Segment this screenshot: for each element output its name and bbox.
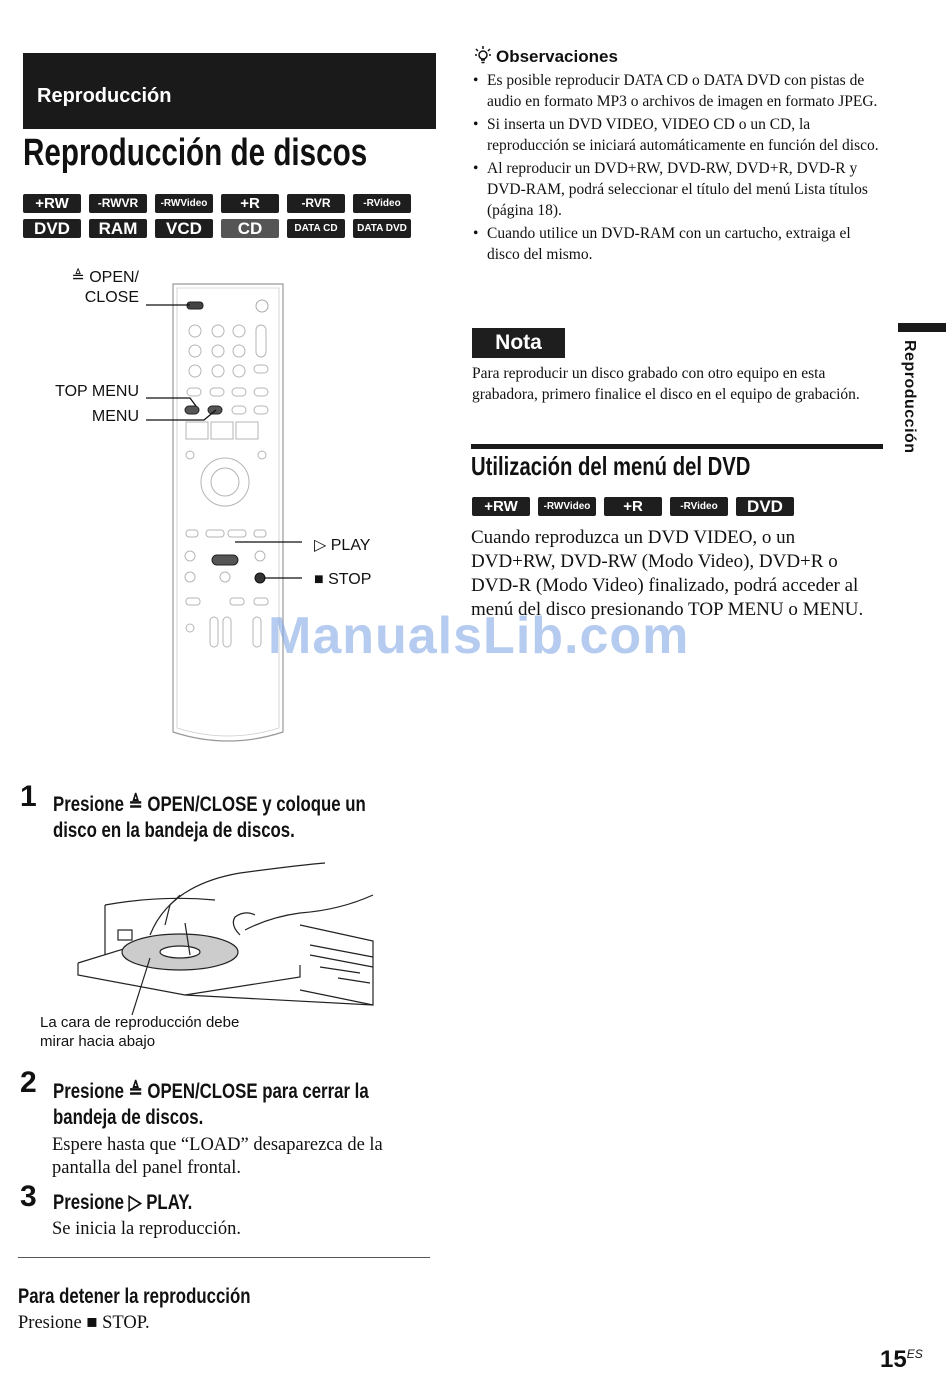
- step-3-body: Se inicia la reproducción.: [52, 1219, 242, 1239]
- badge-r-video: -RVideo: [670, 497, 728, 516]
- stop-body: Presione ■ STOP.: [18, 1313, 150, 1333]
- badge-rw-video: -RWVideo: [538, 497, 596, 516]
- step-1-title-line2: disco en la bandeja de discos.: [53, 819, 295, 842]
- badge-data-dvd: DATA DVD: [353, 219, 411, 238]
- step-2-number: 2: [20, 1066, 37, 1099]
- badge-dvd: DVD: [23, 219, 81, 238]
- step-1-title: Presione ≜ OPEN/CLOSE y coloque un disco…: [53, 792, 444, 844]
- side-tab-bar: [898, 323, 946, 332]
- menu-label: MENU: [91, 408, 139, 425]
- observaciones-item: Si inserta un DVD VIDEO, VIDEO CD o un C…: [473, 114, 883, 156]
- step-3-number: 3: [20, 1180, 37, 1213]
- open-close-label: ≜ OPEN/ CLOSE: [40, 268, 139, 308]
- top-menu-label: TOP MENU: [55, 383, 139, 400]
- watermark: ManualsLib.com: [268, 607, 690, 665]
- open-close-label-line1: ≜ OPEN/: [71, 269, 139, 286]
- nota-text: Para reproducir un disco grabado con otr…: [472, 365, 860, 403]
- badge-plus-r: +R: [221, 194, 279, 213]
- badge-r-video: -RVideo: [353, 194, 411, 213]
- disc-caption: La cara de reproducción debe mirar hacia…: [40, 1013, 239, 1051]
- step-3-title-line1: Presione ▷ PLAY.: [53, 1191, 193, 1214]
- step-3-title: Presione ▷ PLAY.: [53, 1190, 227, 1216]
- badge-ram: RAM: [89, 219, 147, 238]
- badge-dvd: DVD: [736, 497, 794, 516]
- stop-heading: Para detener la reproducción: [18, 1285, 251, 1308]
- dvd-menu-heading-wrap: Utilización del menú del DVD: [471, 451, 829, 482]
- observaciones-item: Es posible reproducir DATA CD o DATA DVD…: [473, 70, 883, 112]
- section-header-bar: Reproducción: [23, 53, 436, 129]
- nota-badge: Nota: [472, 328, 565, 358]
- dvd-menu-heading: Utilización del menú del DVD: [471, 451, 751, 481]
- format-badges-row-2: DVD RAM VCD CD DATA CD DATA DVD: [23, 219, 411, 238]
- page-number-wrap: 15ES: [880, 1346, 923, 1374]
- step-2-body: Espere hasta que “LOAD” desaparezca de l…: [52, 1135, 383, 1178]
- observaciones-item: Al reproducir un DVD+RW, DVD-RW, DVD+R, …: [473, 158, 883, 221]
- step-2-title: Presione ≜ OPEN/CLOSE para cerrar la ban…: [53, 1079, 448, 1131]
- observaciones-heading: Observaciones: [474, 45, 618, 67]
- badge-vcd: VCD: [155, 219, 213, 238]
- badge-plus-rw: +RW: [472, 497, 530, 516]
- open-close-label-line2: CLOSE: [84, 289, 139, 306]
- remote-control-illustration: [146, 283, 302, 742]
- badge-plus-r: +R: [604, 497, 662, 516]
- page-number: 15: [880, 1346, 907, 1373]
- disc-caption-line2: mirar hacia abajo: [40, 1033, 156, 1050]
- badge-rw-video: -RWVideo: [155, 194, 213, 213]
- badge-plus-rw: +RW: [23, 194, 81, 213]
- step-1-title-line1: Presione ≜ OPEN/CLOSE y coloque un: [53, 793, 366, 816]
- badge-r-vr: -RVR: [287, 194, 345, 213]
- dvd-menu-badges: +RW -RWVideo +R -RVideo DVD: [472, 497, 794, 516]
- observaciones-heading-text: Observaciones: [496, 47, 618, 66]
- step-2-title-line1: Presione ≜ OPEN/CLOSE para cerrar la: [53, 1080, 369, 1103]
- play-label: ▷ PLAY: [314, 537, 371, 554]
- section-label: Reproducción: [37, 85, 172, 107]
- page-title-wrap: Reproducción de discos: [23, 132, 464, 175]
- step-1-number: 1: [20, 780, 37, 813]
- dvd-menu-rule: [471, 444, 883, 449]
- observaciones-item: Cuando utilice un DVD-RAM con un cartuch…: [473, 223, 883, 265]
- divider: [18, 1257, 430, 1258]
- page-title: Reproducción de discos: [23, 132, 368, 174]
- page-suffix: ES: [906, 1347, 923, 1361]
- side-tab-label: Reproducción: [901, 340, 918, 454]
- dvd-menu-text: Cuando reproduzca un DVD VIDEO, o un DVD…: [471, 527, 864, 620]
- badge-rw-vr: -RWVR: [89, 194, 147, 213]
- format-badges-row-1: +RW -RWVR -RWVideo +R -RVR -RVideo: [23, 194, 411, 213]
- observaciones-list: Es posible reproducir DATA CD o DATA DVD…: [473, 70, 883, 267]
- lightbulb-icon: [475, 46, 491, 64]
- disc-tray-illustration: [77, 862, 374, 1015]
- disc-caption-line1: La cara de reproducción debe: [40, 1014, 240, 1031]
- stop-heading-wrap: Para detener la reproducción: [18, 1285, 309, 1309]
- stop-label: ■ STOP: [314, 571, 372, 588]
- badge-data-cd: DATA CD: [287, 219, 345, 238]
- step-2-title-line2: bandeja de discos.: [53, 1106, 204, 1129]
- badge-cd: CD: [221, 219, 279, 238]
